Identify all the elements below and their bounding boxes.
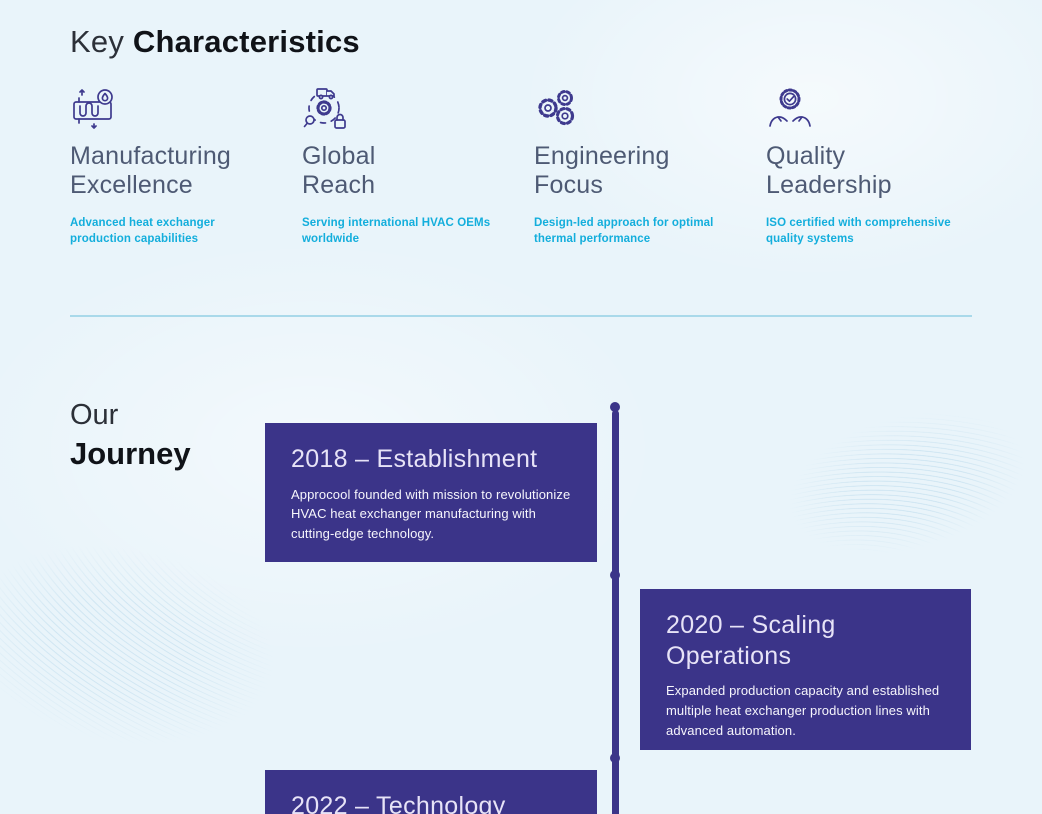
feature-title-line2: Reach (302, 171, 376, 199)
milestone-title: 2018 – Establishment (291, 445, 538, 473)
section-divider (70, 315, 972, 317)
feature-description: Design-led approach for optimal thermal … (534, 217, 714, 245)
feature-title: Global Reach (302, 142, 508, 200)
feature-description: Advanced heat exchanger production capab… (70, 217, 215, 245)
gears-icon (534, 86, 582, 134)
timeline-dot-2018 (610, 402, 620, 412)
milestone-card-2018: 2018 – Establishment Approcool founded w… (265, 423, 597, 562)
feature-engineering-focus: Engineering Focus Design-led approach fo… (534, 86, 740, 248)
milestone-description: Approcool founded with mission to revolu… (291, 486, 571, 542)
timeline-dot-2022 (610, 753, 620, 763)
global-logistics-icon (302, 86, 350, 134)
milestone-title: 2020 – Scaling Operations (666, 611, 836, 670)
features-row: Manufacturing Excellence Advanced heat e… (70, 86, 972, 248)
heading-light-part: Our (70, 399, 119, 431)
feature-title: Quality Leadership (766, 142, 972, 200)
timeline-dot-2020 (610, 570, 620, 580)
key-characteristics-heading: Key Characteristics (70, 24, 360, 60)
feature-title-line1: Global (302, 142, 376, 170)
feature-title-line2: Leadership (766, 171, 892, 199)
feature-title-line1: Manufacturing (70, 142, 232, 170)
milestone-card-2022: 2022 – Technology (265, 770, 597, 814)
decorative-wave-pattern (920, 740, 1042, 814)
feature-manufacturing-excellence: Manufacturing Excellence Advanced heat e… (70, 86, 276, 248)
timeline-line (612, 410, 619, 814)
quality-badge-hands-icon (766, 86, 814, 134)
heat-exchanger-icon (70, 86, 118, 134)
feature-title: Manufacturing Excellence (70, 142, 276, 200)
heading-light-part: Key (70, 24, 125, 59)
heading-bold-part: Journey (70, 435, 191, 471)
feature-title-line2: Focus (534, 171, 604, 199)
decorative-wave-pattern (736, 363, 1042, 603)
feature-global-reach: Global Reach Serving international HVAC … (302, 86, 508, 248)
feature-title-line2: Excellence (70, 171, 193, 199)
feature-quality-leadership: Quality Leadership ISO certified with co… (766, 86, 972, 248)
feature-description: Serving international HVAC OEMs worldwid… (302, 217, 491, 245)
milestone-card-2020: 2020 – Scaling Operations Expanded produ… (640, 589, 971, 750)
heading-bold-part: Characteristics (132, 24, 360, 59)
feature-description: ISO certified with comprehensive quality… (766, 217, 951, 245)
milestone-description: Expanded production capacity and establi… (666, 683, 940, 738)
feature-title-line1: Quality (766, 142, 846, 170)
our-journey-heading: Our Journey (70, 398, 191, 472)
feature-title-line1: Engineering (534, 142, 670, 170)
feature-title: Engineering Focus (534, 142, 740, 200)
milestone-title: 2022 – Technology (291, 792, 506, 814)
